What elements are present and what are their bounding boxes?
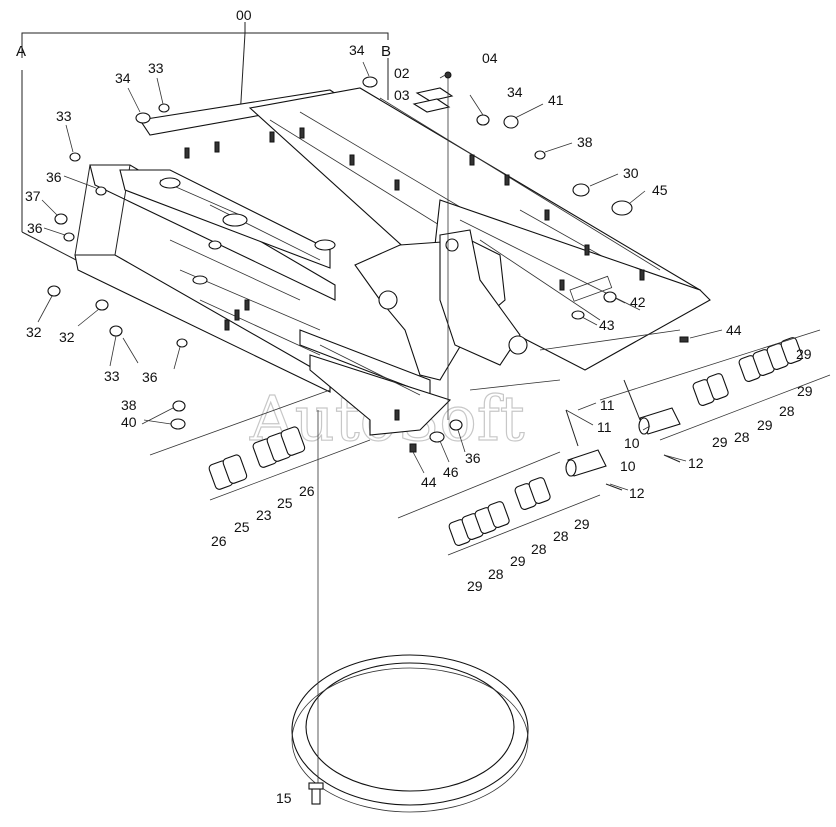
label-29: 29 [510,553,526,569]
label-26: 26 [211,533,227,549]
label-02: 02 [394,65,410,81]
label-00: 00 [236,7,252,23]
label-28: 28 [488,566,504,582]
label-23: 23 [256,507,272,523]
label-36: 36 [142,369,158,385]
label-36: 36 [46,169,62,185]
label-28: 28 [553,528,569,544]
label-28: 28 [734,429,750,445]
label-38: 38 [577,134,593,150]
label-29: 29 [574,516,590,532]
label-32: 32 [59,329,75,345]
shim-groups [149,329,831,556]
label-10: 10 [624,435,640,451]
label-04: 04 [482,50,498,66]
label-34: 34 [115,70,131,86]
label-B: B [381,43,391,60]
label-29: 29 [797,383,813,399]
label-29: 29 [467,578,483,594]
label-33: 33 [104,368,120,384]
label-25: 25 [234,519,250,535]
label-40: 40 [121,414,137,430]
label-12: 12 [688,455,704,471]
callout-labels: 00 A B 34 02 03 04 34 33 34 41 33 38 36 … [16,7,813,806]
swing-bearing [291,410,529,813]
label-32: 32 [26,324,42,340]
label-45: 45 [652,182,668,198]
label-43: 43 [599,317,615,333]
label-33: 33 [56,108,72,124]
label-38: 38 [121,397,137,413]
label-11: 11 [600,397,615,413]
label-30: 30 [623,165,639,181]
label-34: 34 [349,42,365,58]
label-25: 25 [277,495,293,511]
label-34: 34 [507,84,523,100]
bracket-lines [21,22,389,263]
cover-plate [412,78,454,420]
seal-rings [47,71,689,453]
label-03: 03 [394,87,410,103]
label-29: 29 [796,346,812,362]
label-44: 44 [726,322,742,338]
label-26: 26 [299,483,315,499]
label-29: 29 [712,434,728,450]
label-10: 10 [620,458,636,474]
pins [469,329,681,491]
label-36: 36 [465,450,481,466]
label-12: 12 [629,485,645,501]
label-A: A [16,43,26,60]
label-28: 28 [531,541,547,557]
label-33: 33 [148,60,164,76]
label-36: 36 [27,220,43,236]
label-46: 46 [443,464,459,480]
label-37: 37 [25,188,41,204]
label-15: 15 [276,790,292,806]
upper-frame [74,87,711,436]
label-29: 29 [757,417,773,433]
label-41: 41 [548,92,564,108]
label-28: 28 [779,403,795,419]
label-44: 44 [421,474,437,490]
leader-lines [37,61,723,491]
label-42: 42 [630,294,646,310]
label-11: 11 [597,419,612,435]
